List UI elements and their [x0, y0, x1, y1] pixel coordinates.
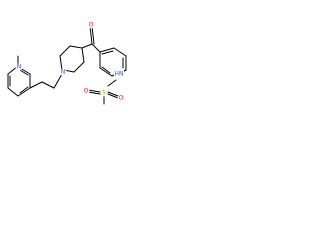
benzene-ring	[99, 47, 127, 77]
atom-label-amide-nh: HN	[114, 70, 124, 78]
ketone-group	[81, 25, 101, 53]
ethyl-linker	[29, 73, 63, 89]
atom-label-carbonyl-o: O	[87, 21, 95, 29]
ring-nitrogen-label: N	[17, 64, 22, 71]
piperidine-nitrogen-label: N	[61, 69, 66, 76]
sulfur-label: S	[102, 90, 106, 97]
chemical-structure: N N O HN S O O	[7, 21, 127, 105]
atom-label-sulfonyl-o2: O	[117, 94, 125, 102]
atom-label-sulfonyl-o1: O	[82, 87, 90, 95]
pyridine-ring	[7, 65, 31, 97]
atom-label-piperidine-n: N	[59, 68, 67, 76]
piperidine-ring	[59, 45, 85, 73]
atom-label-sulfur: S	[100, 89, 108, 97]
sulfonyl-oxygen-1-label: O	[84, 88, 89, 95]
amide-nh-label: HN	[115, 71, 124, 78]
atom-label-ring-n: N	[15, 63, 23, 71]
sulfonyl-oxygen-2-label: O	[119, 95, 124, 102]
carbonyl-oxygen-label: O	[89, 22, 94, 29]
